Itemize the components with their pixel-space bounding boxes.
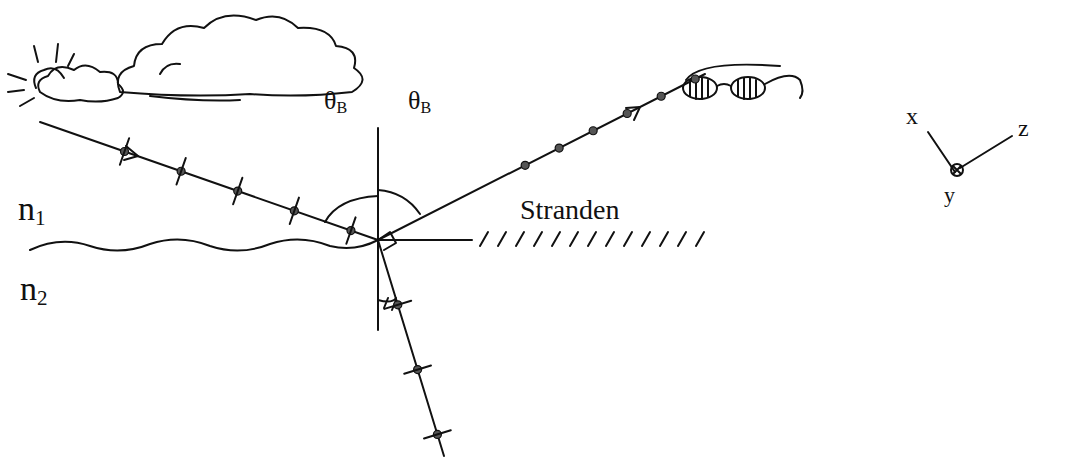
refracted-ray xyxy=(378,240,444,456)
polarization-tick xyxy=(120,138,129,164)
clouds xyxy=(38,16,362,102)
polarization-dot xyxy=(623,110,631,118)
axis-label: z xyxy=(1018,116,1029,140)
polarization-dot xyxy=(657,92,665,100)
polarization-tick xyxy=(177,158,186,184)
axis-label: x xyxy=(906,104,918,128)
polarization-dot xyxy=(589,127,597,135)
beach-label: Stranden xyxy=(520,196,620,224)
polarization-tick xyxy=(384,301,411,309)
polarization-tick xyxy=(424,430,451,438)
axis-label: y xyxy=(944,184,955,206)
incident-ray xyxy=(40,122,378,240)
angle-label: θB xyxy=(408,88,431,116)
index-label: n2 xyxy=(20,272,48,309)
polarization-tick xyxy=(346,217,355,243)
sun xyxy=(8,44,74,106)
polarization-dot xyxy=(691,75,699,83)
sunglasses xyxy=(683,65,803,99)
polarization-tick xyxy=(290,198,299,224)
angle-arcs xyxy=(325,190,420,310)
polarization-dot xyxy=(555,144,563,152)
polarization-dot xyxy=(521,161,529,169)
angle-label: θB xyxy=(324,88,347,116)
interface xyxy=(30,232,704,251)
axes xyxy=(928,132,1012,176)
index-label: n1 xyxy=(18,192,46,229)
reflected-ray xyxy=(378,74,705,240)
polarization-tick xyxy=(404,366,431,374)
polarization-marks xyxy=(120,75,699,439)
polarization-tick xyxy=(233,178,242,204)
